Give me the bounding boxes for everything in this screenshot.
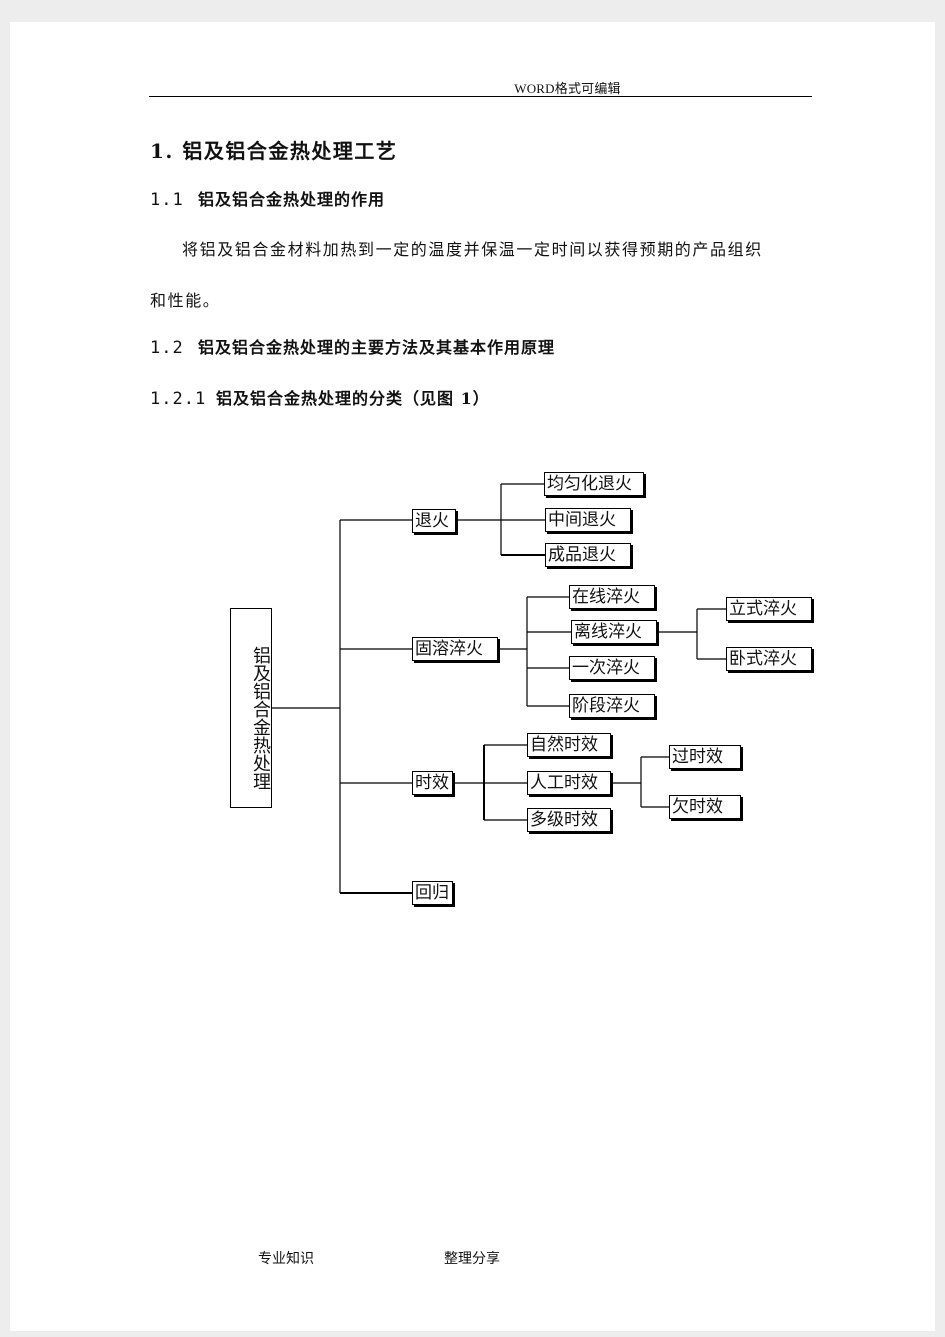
header-rule: [149, 96, 812, 97]
node-intermediate-annealing: 中间退火: [545, 508, 631, 532]
node-regression: 回归: [412, 881, 453, 905]
heading-1-1-title: 铝及铝合金热处理的作用: [198, 190, 386, 209]
node-natural-aging: 自然时效: [527, 733, 611, 757]
heading-1: 1. 铝及铝合金热处理工艺: [150, 139, 398, 163]
node-aging: 时效: [412, 771, 453, 795]
heading-1-2-1-title: 铝及铝合金热处理的分类（见图 1）: [216, 389, 490, 408]
paragraph-line-2: 和性能。: [150, 291, 221, 310]
footer-right: 整理分享: [444, 1251, 500, 1267]
heading-1-2-number: 1.2: [150, 338, 184, 358]
node-annealing: 退火: [412, 509, 456, 533]
footer-left: 专业知识: [258, 1251, 314, 1267]
node-root: 铝及铝合金热处理: [230, 608, 272, 808]
node-multistage-aging: 多级时效: [527, 808, 611, 832]
heading-1-2-1-number: 1.2.1: [150, 389, 207, 409]
node-over-aging: 过时效: [669, 745, 741, 769]
heading-1-2-title: 铝及铝合金热处理的主要方法及其基本作用原理: [198, 338, 556, 357]
node-horizontal-quenching: 卧式淬火: [726, 647, 812, 671]
heading-1-2: 1.2 铝及铝合金热处理的主要方法及其基本作用原理: [150, 334, 555, 358]
node-artificial-aging: 人工时效: [527, 771, 611, 795]
paragraph-line-1: 将铝及铝合金材料加热到一定的温度并保温一定时间以获得预期的产品组织: [182, 240, 763, 259]
node-offline-quenching: 离线淬火: [571, 620, 657, 644]
node-staged-quenching: 阶段淬火: [569, 694, 655, 718]
page-header: WORD格式可编辑: [514, 81, 621, 96]
heading-1-2-1: 1.2.1 铝及铝合金热处理的分类（见图 1）: [150, 385, 490, 409]
node-vertical-quenching: 立式淬火: [726, 597, 812, 621]
node-online-quenching: 在线淬火: [569, 585, 655, 609]
heading-1-1-number: 1.1: [150, 190, 184, 210]
node-under-aging: 欠时效: [669, 795, 741, 819]
document-page: [10, 22, 935, 1331]
node-single-quenching: 一次淬火: [569, 656, 655, 680]
heading-1-1: 1.1 铝及铝合金热处理的作用: [150, 186, 385, 210]
node-solution-quenching: 固溶淬火: [412, 637, 498, 661]
node-final-annealing: 成品退火: [545, 543, 631, 567]
node-homogenizing-annealing: 均匀化退火: [544, 472, 644, 496]
